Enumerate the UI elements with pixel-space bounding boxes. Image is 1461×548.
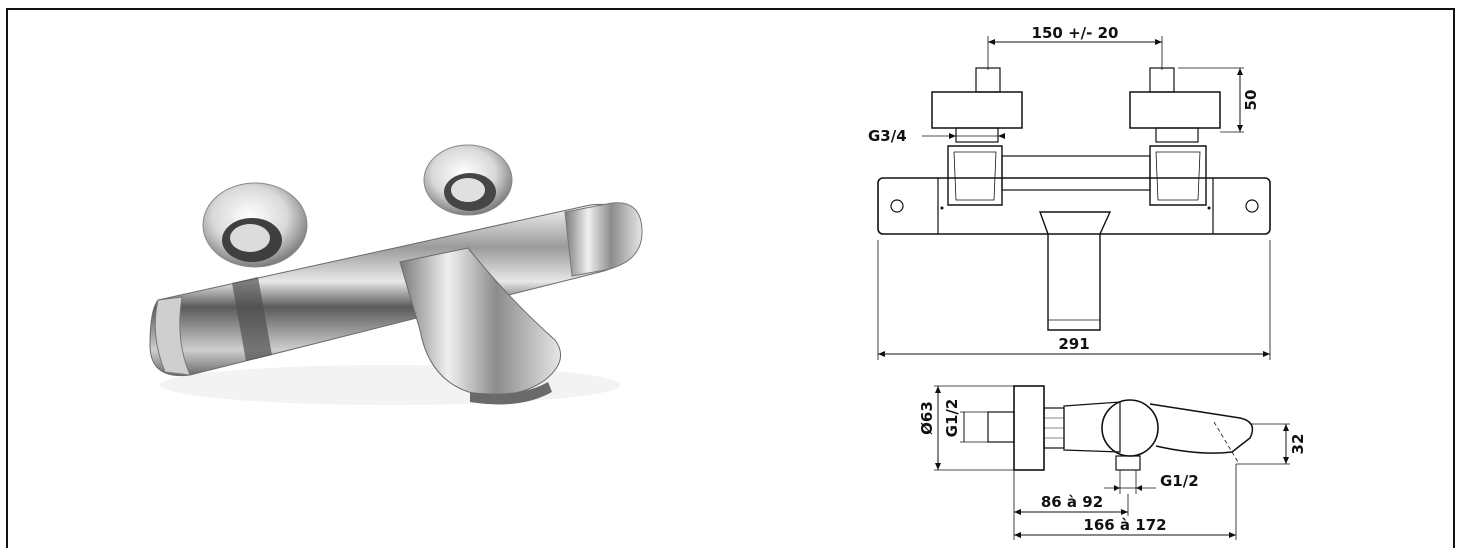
side-view: Ø63 G1/2 32 G1/2 xyxy=(918,385,1307,540)
dim-overall-width: 291 xyxy=(1058,335,1089,353)
dim-eccentric-height: 50 xyxy=(1242,90,1260,111)
drawing-frame xyxy=(6,8,1455,548)
dim-inlet-thread: G1/2 xyxy=(943,399,961,438)
dim-depth-to-outlet: 86 à 92 xyxy=(1041,493,1103,511)
dim-depth-overall: 166 à 172 xyxy=(1083,516,1166,534)
faucet-photo xyxy=(149,144,643,405)
dim-inlet-spacing: 150 +/- 20 xyxy=(1032,24,1119,42)
dim-spout-height: 32 xyxy=(1289,434,1307,455)
dim-eccentric-thread: G3/4 xyxy=(868,127,907,145)
front-view: 150 +/- 20 50 G3/4 xyxy=(868,24,1271,360)
dim-outlet-thread: G1/2 xyxy=(1160,472,1199,490)
dim-flange-diameter: Ø63 xyxy=(918,401,936,435)
